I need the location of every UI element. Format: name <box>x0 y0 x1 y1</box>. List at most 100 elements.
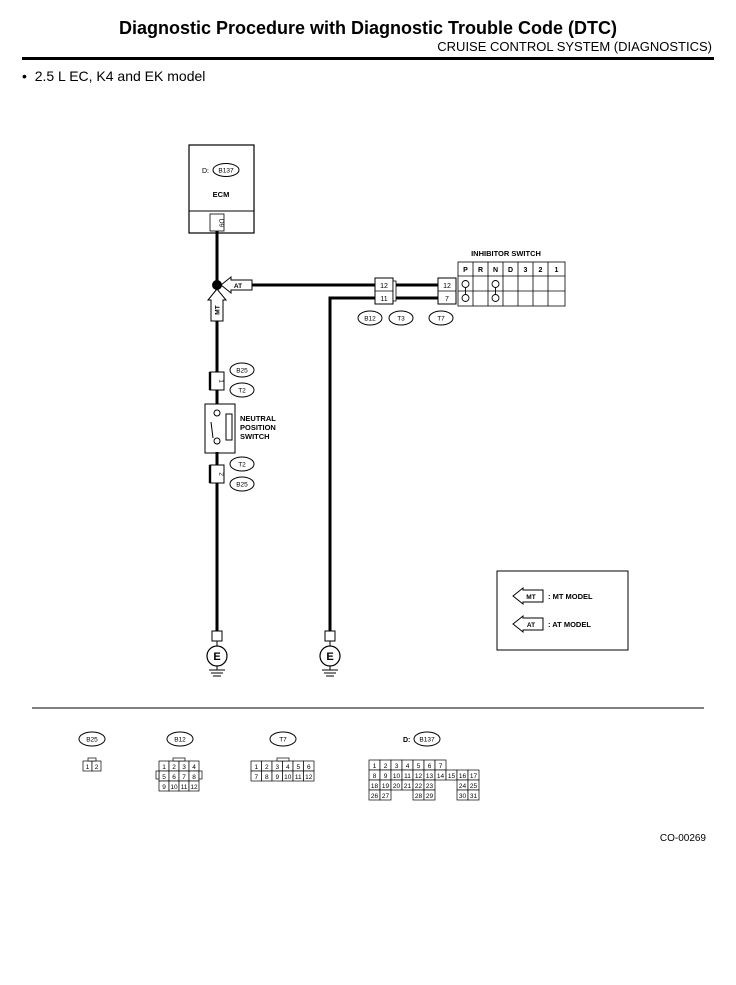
model-applicability: • 2.5 L EC, K4 and EK model <box>22 68 205 84</box>
nps-bottom-connector-b25: B25 <box>236 482 248 489</box>
connector-tag-t3: T3 <box>397 316 405 323</box>
pin-number: 8 <box>373 773 377 780</box>
ecm-connector-tag: B137 <box>218 168 234 175</box>
pin-number: 4 <box>192 764 196 771</box>
pin-cell <box>379 789 392 801</box>
nps-top-pin: 1 <box>218 379 225 383</box>
connector-b137-prefix: D: <box>403 737 410 744</box>
position-n: N <box>493 267 498 274</box>
pin-number: 1 <box>254 764 258 771</box>
pin-number: 10 <box>170 784 178 791</box>
pin-number: 9 <box>275 774 279 781</box>
wire-junction-dot <box>212 280 222 290</box>
nps-label-line2: POSITION <box>240 423 276 432</box>
legend-mt-tag: MT <box>526 594 535 601</box>
pin-number: 11 <box>404 773 411 780</box>
pin-number: 6 <box>428 763 432 770</box>
connector-side-tab <box>198 770 203 780</box>
ground-label-left: E <box>213 651 220 663</box>
connector-b25-name: B25 <box>86 737 98 744</box>
pin-number: 3 <box>395 763 399 770</box>
figure-code: CO-00269 <box>659 833 706 844</box>
pin-number: 20 <box>393 783 401 790</box>
junction-connector-tags: B12 T3 T7 <box>357 310 454 326</box>
pin-number: 2 <box>172 764 176 771</box>
model-text: 2.5 L EC, K4 and EK model <box>34 68 206 84</box>
pin-number: 11 <box>295 774 302 781</box>
junction-pin-top: 12 <box>380 283 388 290</box>
inhibitor-pin-top: 12 <box>443 283 451 290</box>
position-d: D <box>508 267 513 274</box>
pin-number: 27 <box>382 793 390 800</box>
pin-number: 2 <box>384 763 388 770</box>
pin-number: 17 <box>470 773 478 780</box>
at-tag-label: AT <box>234 283 242 290</box>
pin-number: 12 <box>415 773 423 780</box>
connector-lock-key <box>87 757 97 762</box>
pin-number: 5 <box>296 764 300 771</box>
mt-arrow-tag: MT <box>206 288 228 322</box>
position-2: 2 <box>539 267 543 274</box>
pin-number: 3 <box>182 764 186 771</box>
pin-number: 9 <box>384 773 388 780</box>
pin-number: 6 <box>172 774 176 781</box>
legend-box: MT : MT MODEL AT : AT MODEL <box>496 570 629 651</box>
pin-cell <box>303 770 315 782</box>
pin-number: 12 <box>305 774 313 781</box>
ground-right: E <box>319 630 341 677</box>
ecm-unit: D: B137 ECM D9 <box>188 144 255 234</box>
pin-number: 31 <box>470 793 478 800</box>
connector-tag-t7: T7 <box>437 316 445 323</box>
ecm-label: ECM <box>213 190 230 199</box>
neutral-position-switch: B25 T2 1 NEUTRAL POSITION SWITCH 2 T2 B2… <box>204 362 276 492</box>
connector-tag-b12: B12 <box>364 316 376 323</box>
at-arrow-tag: AT <box>220 275 253 295</box>
pin-cell <box>91 760 102 772</box>
pin-number: 30 <box>459 793 467 800</box>
pin-number: 2 <box>265 764 269 771</box>
continuity-marks <box>461 280 500 302</box>
connector-t7-name: T7 <box>279 737 287 744</box>
pin-cell <box>423 789 436 801</box>
pin-number: 15 <box>448 773 456 780</box>
nps-bottom-connector-t2: T2 <box>238 462 246 469</box>
pin-number: 1 <box>162 764 166 771</box>
pin-number: 26 <box>371 793 379 800</box>
pin-number: 5 <box>162 774 166 781</box>
header-divider <box>22 57 714 60</box>
inhibitor-switch: INHIBITOR SWITCH 12 7 P R N D 3 2 1 <box>437 249 566 307</box>
pin-number: 1 <box>373 763 377 770</box>
pin-number: 19 <box>382 783 390 790</box>
pin-number: 23 <box>426 783 434 790</box>
pin-number: 10 <box>393 773 401 780</box>
pin-number: 4 <box>406 763 410 770</box>
pin-number: 7 <box>439 763 443 770</box>
pin-number: 4 <box>286 764 290 771</box>
nps-label-line1: NEUTRAL <box>240 414 276 423</box>
position-p: P <box>463 267 468 274</box>
pin-number: 22 <box>415 783 423 790</box>
pin-number: 14 <box>437 773 445 780</box>
connector-b12-name: B12 <box>174 737 186 744</box>
ground-label-right: E <box>326 651 333 663</box>
pin-number: 16 <box>459 773 467 780</box>
junction-connector: 12 11 <box>374 277 397 305</box>
pin-number: 12 <box>190 784 198 791</box>
pin-number: 8 <box>192 774 196 781</box>
pin-number: 18 <box>371 783 379 790</box>
position-1: 1 <box>555 267 559 274</box>
nps-top-connector-t2: T2 <box>238 388 246 395</box>
pin-number: 13 <box>426 773 434 780</box>
position-3: 3 <box>524 267 528 274</box>
pin-number: 1 <box>86 764 90 771</box>
connector-side-tab <box>155 770 160 780</box>
pin-cell <box>188 780 200 792</box>
ecm-pin-label: D9 <box>218 219 225 228</box>
pin-number: 8 <box>265 774 269 781</box>
position-r: R <box>478 267 483 274</box>
inhibitor-switch-label: INHIBITOR SWITCH <box>471 249 541 258</box>
pin-number: 6 <box>307 764 311 771</box>
